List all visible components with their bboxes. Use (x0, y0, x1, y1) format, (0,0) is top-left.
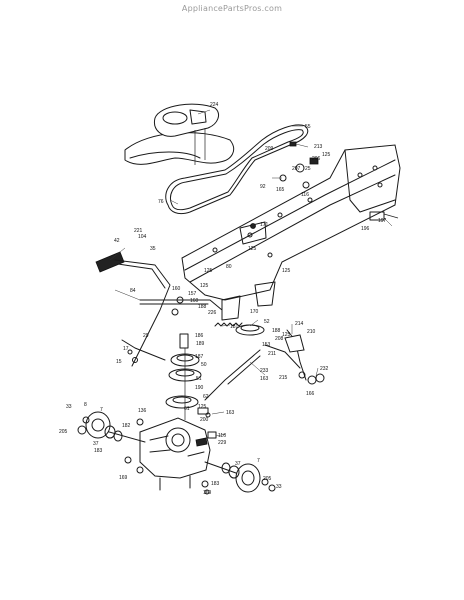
callout-29: 29 (143, 333, 149, 339)
callout-166: 166 (306, 391, 315, 397)
callout-224: 224 (210, 102, 219, 108)
callout-233: 233 (260, 368, 269, 374)
leader-lines (109, 109, 393, 437)
callout-169b: 169 (203, 490, 212, 496)
callout-226: 226 (208, 310, 217, 316)
callout-62: 62 (203, 394, 209, 400)
callout-8: 8 (84, 402, 87, 408)
callout-171: 171 (260, 222, 269, 228)
callout-229: 229 (218, 440, 227, 446)
callout-80: 80 (226, 264, 232, 270)
callout-136: 136 (138, 408, 147, 414)
callout-7a: 7 (100, 407, 103, 413)
callout-207: 207 (292, 166, 301, 172)
callout-76: 76 (158, 199, 164, 205)
callout-196: 196 (361, 226, 370, 232)
callout-205b: 205 (263, 476, 272, 482)
callout-189: 189 (196, 341, 205, 347)
callout-33a: 33 (66, 404, 72, 410)
callout-221: 221 (134, 228, 143, 234)
left-wheel-hub (77, 411, 123, 442)
callout-33b: 33 (276, 484, 282, 490)
callout-61: 61 (184, 406, 190, 412)
callout-205a: 205 (59, 429, 68, 435)
callout-numbers: 224 55 213 209 206 207 25 125 92 165 116… (59, 102, 387, 496)
callout-206: 206 (312, 156, 321, 162)
brake-pedal (95, 251, 171, 367)
callout-165: 165 (276, 187, 285, 193)
callout-52: 52 (264, 319, 270, 325)
callout-104: 104 (138, 234, 147, 240)
callout-17: 17 (123, 346, 129, 352)
callout-35: 35 (150, 246, 156, 252)
callout-213: 213 (314, 144, 323, 150)
right-wheel-hub (221, 462, 276, 493)
spring-181 (214, 322, 243, 327)
callout-125a: 125 (322, 152, 331, 158)
callout-37a: 37 (93, 441, 99, 447)
misc-hardware (124, 349, 217, 495)
callout-183a: 183 (94, 448, 103, 454)
callout-170: 170 (250, 309, 259, 315)
callout-211: 211 (268, 351, 276, 357)
callout-125c: 125 (204, 268, 213, 274)
callout-181: 181 (230, 324, 239, 330)
transaxle (139, 417, 211, 491)
callout-183b: 183 (211, 481, 220, 487)
control-rod (204, 349, 261, 401)
callout-188b: 188 (272, 328, 281, 334)
callout-186: 186 (195, 333, 204, 339)
callout-7b: 7 (257, 458, 260, 464)
callout-163b: 163 (226, 410, 235, 416)
callout-116b: 116 (218, 433, 226, 439)
callout-187: 187 (195, 354, 204, 360)
callout-116: 116 (301, 192, 309, 198)
site-watermark: AppliancePartsPros.com (181, 4, 283, 13)
callout-188: 188 (198, 304, 207, 310)
shift-lever (264, 329, 325, 385)
idler-pulley-upper (235, 324, 265, 336)
mower-deck-cutaway (124, 132, 235, 165)
callout-25: 25 (305, 166, 311, 172)
callout-197: 197 (378, 218, 387, 224)
callout-15: 15 (116, 359, 122, 365)
main-frame (181, 144, 401, 321)
callout-55: 55 (305, 124, 311, 130)
drive-belt (165, 124, 309, 215)
callout-84: 84 (130, 288, 136, 294)
callout-125f: 125 (282, 332, 291, 338)
callout-190: 190 (195, 385, 204, 391)
callout-169a: 169 (119, 475, 128, 481)
callout-215: 215 (279, 375, 288, 381)
pedal-shaft (139, 296, 223, 316)
callout-209: 209 (265, 146, 274, 152)
callout-125g: 125 (198, 404, 207, 410)
callout-214: 214 (295, 321, 304, 327)
callout-153: 153 (262, 342, 271, 348)
callout-200: 200 (200, 417, 209, 423)
callout-37b: 37 (235, 461, 241, 467)
callout-208: 208 (275, 336, 284, 342)
transaxle-pulley-stack (165, 333, 202, 420)
callout-125b: 125 (248, 246, 257, 252)
brake-rod (121, 339, 166, 361)
deck-idler-cover (153, 103, 219, 165)
callout-232: 232 (320, 366, 329, 372)
callout-160: 160 (172, 286, 181, 292)
callout-42: 42 (114, 238, 120, 244)
callout-50: 50 (201, 362, 207, 368)
callout-160b: 160 (190, 298, 199, 304)
callout-182: 182 (122, 423, 131, 429)
callout-157: 157 (188, 291, 197, 297)
callout-163: 163 (260, 376, 269, 382)
callout-210: 210 (307, 329, 316, 335)
callout-92: 92 (260, 184, 266, 190)
callout-125d: 125 (282, 268, 291, 274)
callout-51: 51 (196, 376, 202, 382)
callout-125e: 125 (200, 283, 209, 289)
